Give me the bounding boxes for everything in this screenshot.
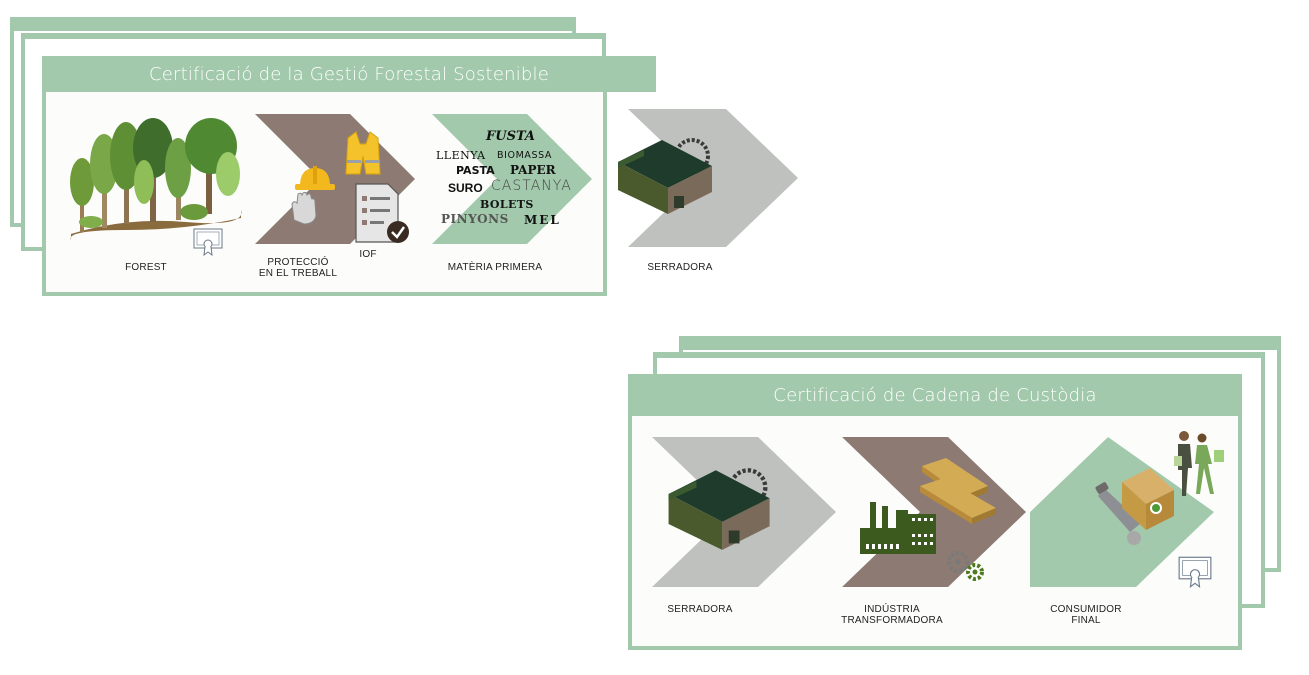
custody-title-text: Certificació de Cadena de Custòdia [773,384,1097,406]
sawmill-icon [618,138,712,214]
label-industry-line1: INDÚSTRIA [864,604,920,615]
product-mel: MEL [524,213,561,227]
product-castanya: CASTANYA [491,178,572,194]
certificate-icon [193,228,223,257]
label-sawmill-bottom: SERRADORA [667,604,733,615]
raw-material-chevron [432,114,592,244]
hand-truck-icon [1095,468,1174,545]
product-suro: SURO [448,181,483,195]
checklist-icon [355,183,409,243]
label-protection-line1: PROTECCIÓ [267,257,329,268]
label-protection: PROTECCIÓ EN EL TREBALL [252,257,344,279]
label-forest: FOREST [125,262,167,273]
custody-certification-title: Certificació de Cadena de Custòdia [628,374,1242,416]
forest-title-text: Certificació de la Gestió Forestal Soste… [148,63,550,85]
hard-hat-icon [295,166,335,190]
product-bolets: BOLETS [480,198,534,211]
label-raw-material: MATÈRIA PRIMERA [447,262,543,273]
label-consumer-line1: CONSUMIDOR [1050,604,1122,615]
factory-icon [860,502,936,554]
label-iof: IOF [359,249,377,260]
label-protection-line2: EN EL TREBALL [258,268,338,279]
product-paper: PAPER [510,163,556,177]
tree-icon [70,118,242,240]
product-fusta: FUSTA [486,129,536,144]
shopping-couple-icon [1174,431,1224,496]
label-consumer: CONSUMIDOR FINAL [1036,604,1136,626]
gear-icon [947,551,984,581]
vest-icon [345,131,381,175]
wood-planks-icon [920,458,996,524]
product-pinyons: PINYONS [441,212,509,226]
label-industry-line2: TRANSFORMADORA [841,615,943,626]
certificate-icon-custody [1178,556,1212,588]
product-biomassa: BIOMASSA [497,150,553,161]
custody-sawmill-icon [668,468,770,550]
label-industry: INDÚSTRIA TRANSFORMADORA [832,604,952,626]
label-consumer-line2: FINAL [1071,615,1101,626]
product-llenya: LLENYA [436,149,486,162]
product-pasta: PASTA [456,164,495,177]
label-sawmill-top: SERRADORA [647,262,713,273]
forest-certification-title: Certificació de la Gestió Forestal Soste… [42,56,656,92]
glove-icon [291,191,317,225]
